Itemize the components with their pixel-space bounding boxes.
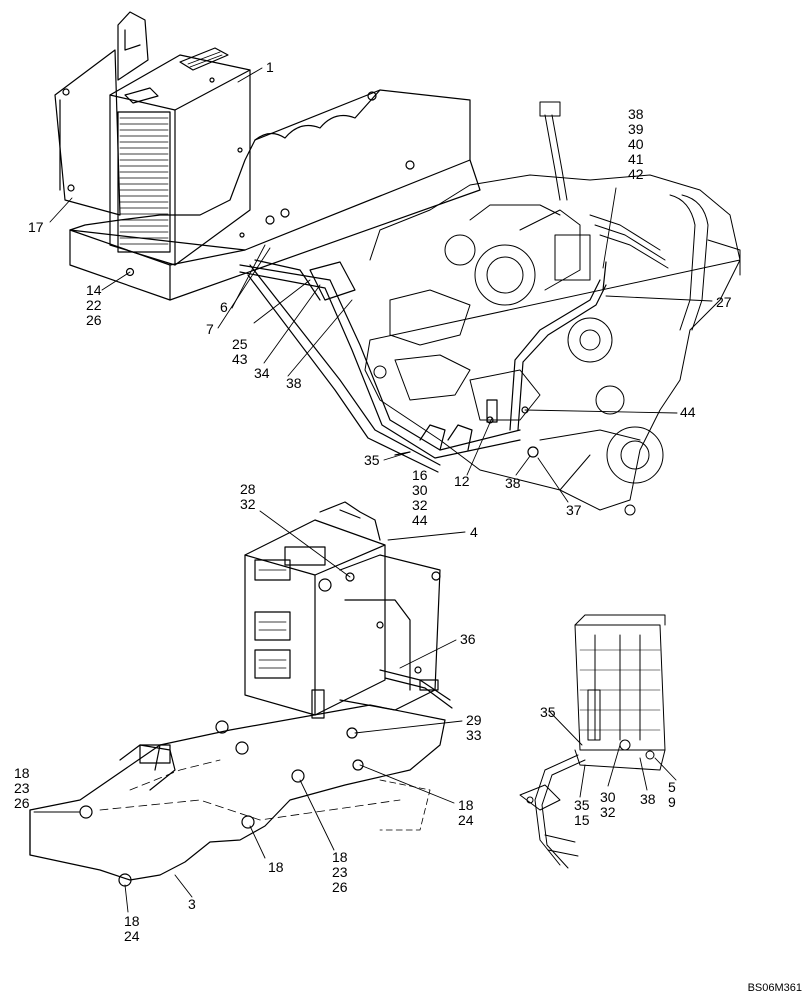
middle-ecu-bracket-assembly [29,501,453,887]
callout-36: 36 [460,631,476,647]
callout-25-43: 25 43 [232,336,248,367]
callout-18: 18 [268,859,284,875]
callout-18-24-bottom: 18 24 [124,913,140,944]
callout-14-22-26: 14 22 26 [86,282,102,328]
leader-lines [33,67,713,913]
callout-18-24-right: 18 24 [458,797,474,828]
upper-ecu-assembly [54,11,481,301]
callout-38-c: 38 [505,475,521,491]
callout-27: 27 [716,294,732,310]
callout-37: 37 [566,502,582,518]
callout-18-23-26-bottom: 18 23 26 [332,849,348,895]
callout-35-a: 35 [364,452,380,468]
callout-35-b: 35 [540,704,556,720]
callout-16-30-32-44: 16 30 32 44 [412,467,428,528]
callout-29-33: 29 33 [466,712,482,743]
callout-1: 1 [266,59,274,75]
callout-7: 7 [206,321,214,337]
callout-5-9: 5 9 [668,779,676,810]
callout-34: 34 [254,365,270,381]
callout-6: 6 [220,299,228,315]
engine [364,101,741,516]
callout-18-23-26-left: 18 23 26 [14,765,30,811]
callout-35-15: 35 15 [574,797,590,828]
callout-44: 44 [680,404,696,420]
callout-38-39-40-41-42: 38 39 40 41 42 [628,106,644,182]
callout-28-32: 28 32 [240,481,256,512]
reference-code: BS06M361 [747,982,802,994]
callout-3: 3 [188,896,196,912]
callout-4: 4 [470,524,478,540]
callout-30-32: 30 32 [600,789,616,820]
callout-17: 17 [28,219,44,235]
callout-38-d: 38 [640,791,656,807]
inset-assembly [519,614,666,869]
callout-38-a: 38 [286,375,302,391]
callout-12: 12 [454,473,470,489]
